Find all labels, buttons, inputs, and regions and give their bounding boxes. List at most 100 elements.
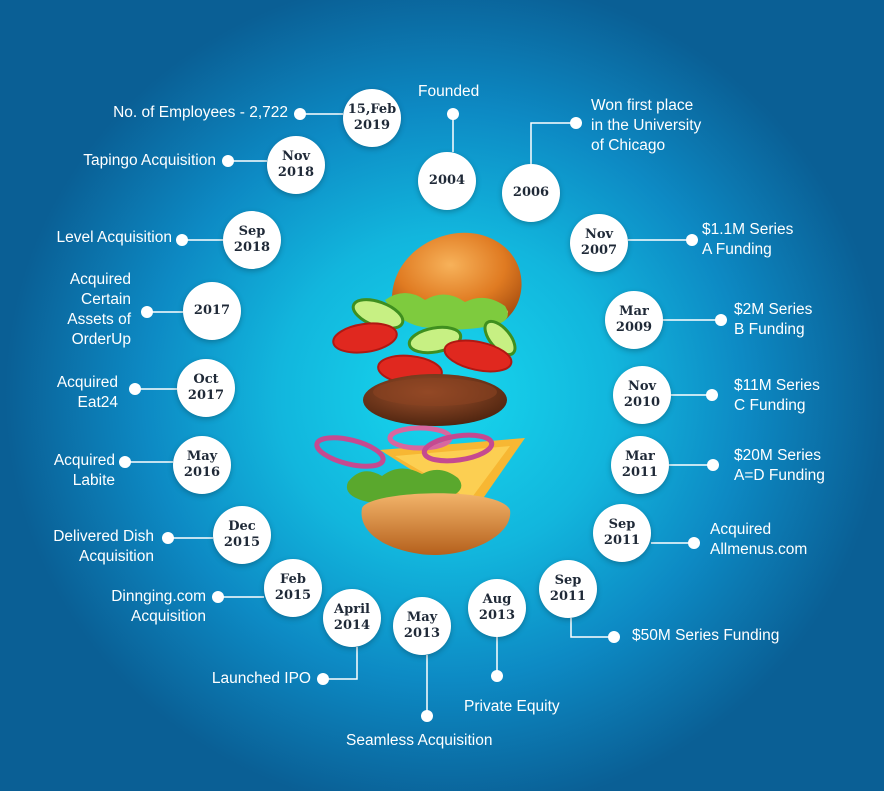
dot-employees: [294, 108, 306, 120]
date-text: 2014: [333, 618, 371, 633]
date-text: 2013: [403, 626, 441, 641]
date-text: Aug: [482, 592, 512, 607]
date-text: 2019: [353, 118, 391, 133]
date-text: 2017: [193, 303, 231, 318]
event-label-line: Tapingo Acquisition: [83, 152, 216, 169]
date-text: 15,Feb: [347, 102, 397, 117]
date-text: 2015: [223, 535, 261, 550]
date-text: Nov: [281, 149, 311, 164]
event-label-line: Level Acquisition: [56, 229, 172, 246]
date-text: 2010: [623, 395, 661, 410]
event-label-level-acquisition: Level Acquisition: [57, 228, 172, 248]
dot-founded: [447, 108, 459, 120]
date-text: April: [334, 602, 370, 617]
event-label-seamless-acquisition: Seamless Acquisition: [346, 731, 492, 751]
event-label-line: Certain: [81, 291, 131, 308]
event-label-line: Eat24: [77, 394, 118, 411]
dot-acquired-orderup: [141, 306, 153, 318]
event-label-line: A Funding: [702, 241, 772, 258]
date-text: Oct: [193, 372, 219, 387]
dot-series-c-11m: [706, 389, 718, 401]
connector-series-50m: [570, 618, 614, 638]
dot-seamless-acquisition: [421, 710, 433, 722]
event-label-founded: Founded: [418, 82, 479, 102]
date-text: 2018: [277, 165, 315, 180]
date-text: Sep: [238, 224, 266, 239]
dot-acquired-eat24: [129, 383, 141, 395]
event-label-line: A=D Funding: [734, 467, 825, 484]
date-text: May: [406, 610, 438, 625]
date-text: 2016: [183, 465, 221, 480]
dot-acquired-allmenus: [688, 537, 700, 549]
event-label-series-50m: $50M Series Funding: [632, 626, 779, 646]
date-text: 2006: [512, 185, 550, 200]
event-label-line: Dinnging.com: [111, 588, 206, 605]
dot-won-first-place: [570, 117, 582, 129]
event-label-employees: No. of Employees - 2,722: [113, 103, 288, 123]
date-text: Sep: [608, 517, 636, 532]
event-label-line: Acquired: [56, 374, 118, 391]
date-text: 2015: [274, 588, 312, 603]
date-text: Mar: [625, 449, 655, 464]
event-label-line: C Funding: [734, 397, 806, 414]
date-text: 2013: [478, 608, 516, 623]
event-label-line: Assets of: [67, 311, 131, 328]
date-text: 2017: [187, 388, 225, 403]
event-label-line: No. of Employees - 2,722: [113, 104, 288, 121]
date-text: 2018: [233, 240, 271, 255]
dot-series-b-2m: [715, 314, 727, 326]
event-label-series-a-1-1m: $1.1M Series A Funding: [702, 220, 793, 260]
date-text: Nov: [584, 227, 614, 242]
event-label-line: Launched IPO: [211, 670, 311, 687]
date-text: Mar: [619, 304, 649, 319]
event-label-line: OrderUp: [71, 331, 131, 348]
date-text: Sep: [554, 573, 582, 588]
date-text: 2011: [621, 465, 659, 480]
date-text: Feb: [280, 572, 306, 587]
dot-series-ad-20m: [707, 459, 719, 471]
connector-won-first-place: [530, 122, 576, 164]
event-label-line: Allmenus.com: [710, 541, 808, 558]
event-label-line: $1.1M Series: [702, 221, 794, 238]
event-label-line: of Chicago: [591, 137, 666, 154]
event-label-tapingo-acquisition: Tapingo Acquisition: [83, 151, 216, 171]
event-label-line: Acquisition: [131, 608, 206, 625]
event-label-line: Founded: [418, 83, 480, 100]
event-label-line: $20M Series: [734, 447, 822, 464]
event-label-line: Acquired: [53, 452, 115, 469]
event-label-line: Labite: [72, 472, 115, 489]
date-text: 2007: [580, 243, 618, 258]
date-text: 2011: [549, 589, 587, 604]
event-label-line: Private Equity: [464, 698, 560, 715]
connector-launched-ipo: [323, 647, 358, 680]
date-text: 2004: [428, 173, 466, 188]
burger-illustration-icon: [314, 232, 525, 555]
event-label-line: Acquired: [69, 271, 131, 288]
date-node-founded: 2004: [418, 152, 476, 210]
event-label-line: Seamless Acquisition: [346, 732, 493, 749]
event-label-line: B Funding: [734, 321, 805, 338]
event-label-launched-ipo: Launched IPO: [212, 669, 311, 689]
date-text: Nov: [627, 379, 657, 394]
date-node-won-first-place: 2006: [502, 164, 560, 222]
